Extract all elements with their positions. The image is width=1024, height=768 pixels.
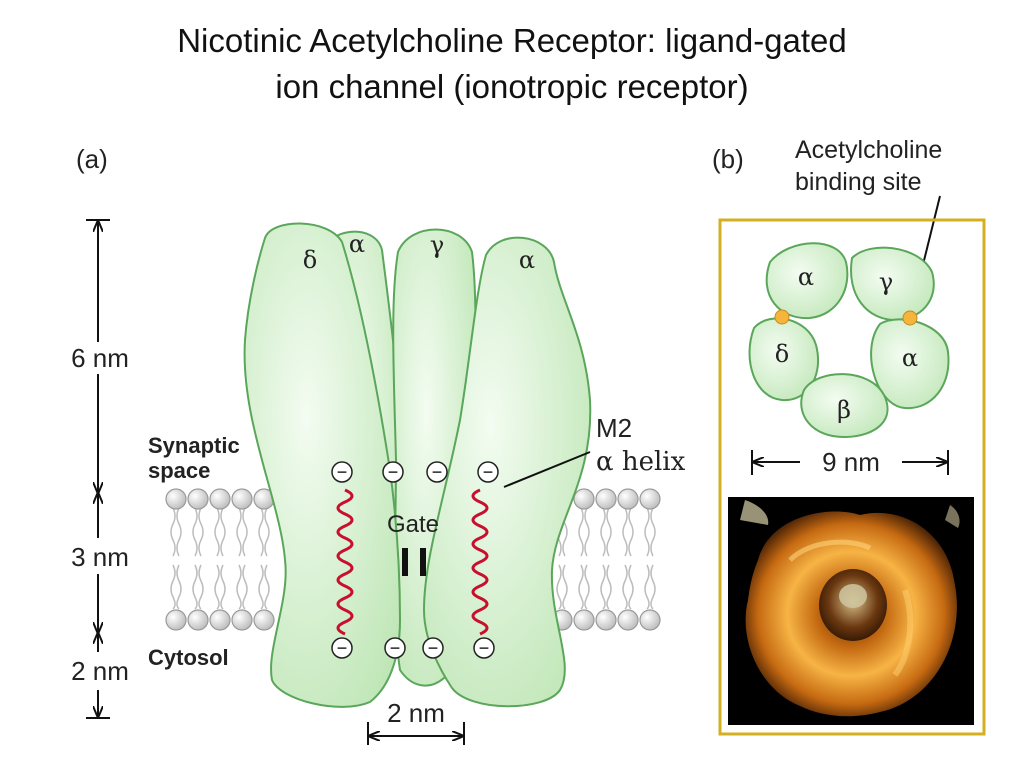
charge: −	[382, 461, 404, 483]
lipid-head	[165, 609, 187, 631]
lipid-head	[573, 488, 595, 510]
charge: −	[473, 637, 495, 659]
lipid-head	[617, 609, 639, 631]
gate-bar-right	[420, 548, 426, 576]
top-subunit-beta	[800, 373, 889, 439]
svg-text:−: −	[337, 462, 348, 482]
svg-text:−: −	[483, 462, 494, 482]
lipid-head	[231, 609, 253, 631]
lipid-head	[187, 609, 209, 631]
synaptic-space-label-line2: space	[148, 458, 210, 483]
m2-alpha-helix-label: α helix	[596, 447, 686, 477]
lipid-head	[595, 609, 617, 631]
subunit-label-alpha-2: α	[519, 246, 535, 274]
pore-width-label: 2 nm	[387, 698, 445, 728]
svg-text:−: −	[390, 638, 401, 658]
subunit-label-delta: δ	[303, 246, 317, 274]
scale-label-6nm: 6 nm	[71, 343, 129, 373]
lipid-head	[617, 488, 639, 510]
slide-title-line1: Nicotinic Acetylcholine Receptor: ligand…	[177, 22, 847, 59]
cytosol-label: Cytosol	[148, 645, 229, 670]
lipid-head	[209, 488, 231, 510]
lipid-head	[187, 488, 209, 510]
ring-width-scale: 9 nm	[751, 447, 949, 477]
ring-width-label: 9 nm	[822, 447, 880, 477]
top-label-alpha: α	[798, 263, 814, 291]
svg-text:−: −	[428, 638, 439, 658]
receptor-micrograph	[728, 497, 974, 725]
binding-site-left	[774, 309, 790, 325]
binding-site-right	[902, 310, 918, 326]
pore-width-scale: 2 nm	[367, 698, 465, 745]
svg-text:−: −	[388, 462, 399, 482]
binding-site-label-line2: binding site	[795, 168, 921, 196]
negative-charges: − − − − − − − −	[331, 461, 499, 659]
m2-helix-left	[336, 488, 354, 636]
svg-text:−: −	[479, 638, 490, 658]
slide-title-line2: ion channel (ionotropic receptor)	[275, 68, 749, 105]
lipid-head	[231, 488, 253, 510]
charge: −	[384, 637, 406, 659]
top-label-gamma: γ	[879, 268, 893, 296]
subunit-label-gamma: γ	[430, 231, 444, 259]
charge: −	[331, 461, 353, 483]
panel-b-frame	[718, 218, 986, 736]
synaptic-space-label-line1: Synaptic	[148, 433, 240, 458]
svg-text:−: −	[337, 638, 348, 658]
m2-helix-right	[471, 488, 489, 636]
top-label-alpha-2: α	[902, 344, 918, 372]
vertical-scale: 6 nm 3 nm 2 nm	[71, 219, 129, 719]
lipid-head	[573, 609, 595, 631]
receptor-side-view	[243, 222, 592, 708]
lipid-head	[209, 609, 231, 631]
subunit-delta	[243, 222, 402, 708]
top-subunit-alpha-2	[870, 318, 950, 410]
top-subunit-gamma	[850, 246, 935, 322]
svg-text:−: −	[432, 462, 443, 482]
top-subunit-alpha	[765, 242, 849, 320]
charge: −	[426, 461, 448, 483]
lipid-head	[639, 609, 661, 631]
charge: −	[422, 637, 444, 659]
charge: −	[477, 461, 499, 483]
subunit-label-alpha-1: α	[349, 230, 365, 258]
subunit-alpha-right	[422, 236, 592, 708]
panel-a-label: (a)	[76, 144, 108, 174]
lipid-head	[253, 609, 275, 631]
gate-label: Gate	[387, 511, 439, 538]
binding-site-label-line1: Acetylcholine	[795, 136, 942, 164]
panel-b-label: (b)	[712, 144, 744, 174]
lipid-head	[639, 488, 661, 510]
gate-bar-left	[402, 548, 408, 576]
m2-pointer-line	[503, 451, 591, 488]
charge: −	[331, 637, 353, 659]
receptor-top-view	[748, 242, 950, 439]
top-label-delta: δ	[775, 340, 789, 368]
top-label-beta: β	[837, 396, 851, 424]
scale-label-3nm: 3 nm	[71, 542, 129, 572]
m2-label: M2	[596, 413, 632, 443]
lipid-head	[595, 488, 617, 510]
scale-label-2nm: 2 nm	[71, 656, 129, 686]
lipid-head	[165, 488, 187, 510]
